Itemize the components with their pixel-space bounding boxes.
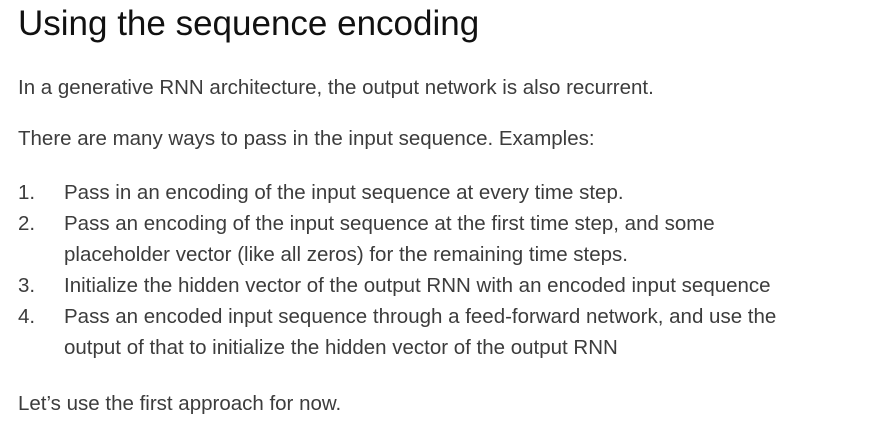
list-item-text: Pass an encoding of the input sequence a… — [64, 212, 715, 266]
list-item-number: 2. — [18, 212, 36, 235]
list-item: 4. Pass an encoded input sequence throug… — [18, 301, 864, 363]
examples-lead-paragraph: There are many ways to pass in the input… — [18, 127, 595, 150]
list-item: 3. Initialize the hidden vector of the o… — [18, 270, 864, 301]
list-item: 1. Pass in an encoding of the input sequ… — [18, 177, 864, 208]
approaches-list: 1. Pass in an encoding of the input sequ… — [18, 177, 864, 363]
conclusion-paragraph: Let’s use the first approach for now. — [18, 392, 342, 415]
list-item-text: Pass in an encoding of the input sequenc… — [64, 181, 624, 204]
list-item-text: Pass an encoded input sequence through a… — [64, 305, 777, 359]
list-item-text: Initialize the hidden vector of the outp… — [64, 274, 771, 297]
list-item-number: 3. — [18, 274, 36, 297]
list-item: 2. Pass an encoding of the input sequenc… — [18, 208, 864, 270]
intro-paragraph: In a generative RNN architecture, the ou… — [18, 76, 654, 99]
list-item-number: 4. — [18, 305, 36, 328]
slide-title: Using the sequence encoding — [18, 4, 480, 43]
list-item-number: 1. — [18, 181, 36, 204]
